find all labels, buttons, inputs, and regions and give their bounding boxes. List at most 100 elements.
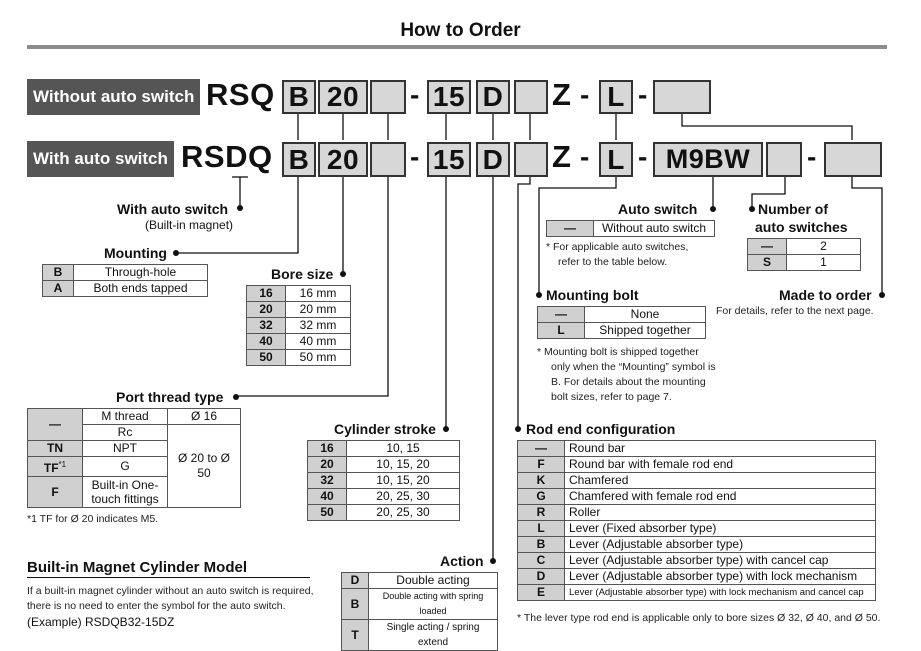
- table-cell: 40: [246, 333, 286, 350]
- separator-dash: -: [580, 141, 590, 172]
- separator-dash: -: [807, 141, 817, 172]
- table-cell: K: [517, 472, 565, 489]
- model-prefix-rsq: RSQ: [206, 77, 275, 112]
- bullet-dot: [749, 206, 755, 212]
- separator-dash: -: [410, 79, 420, 110]
- table-cell: Shipped together: [584, 322, 706, 339]
- table-cell: 20, 25, 30: [346, 504, 460, 521]
- table-cell: 10, 15, 20: [346, 472, 460, 489]
- code-box-bore: 20: [318, 142, 368, 177]
- code-box-stroke: 15: [427, 80, 471, 114]
- rod-end-heading: Rod end configuration: [526, 421, 676, 437]
- code-box-mounting-bolt: L: [599, 80, 633, 114]
- table-cell: 40 mm: [285, 333, 351, 350]
- table-cell: Chamfered with female rod end: [564, 488, 876, 505]
- with-auto-switch-heading: With auto switch: [117, 201, 229, 217]
- code-box-auto-switch: M9BW: [653, 142, 763, 177]
- table-cell: C: [517, 552, 565, 569]
- table-cell: F: [517, 456, 565, 473]
- table-cell: 40: [307, 488, 347, 505]
- with-auto-switch-label: With auto switch: [27, 141, 174, 177]
- table-cell: D: [341, 572, 369, 589]
- table-cell: 20: [307, 456, 347, 473]
- table-row: —2: [747, 238, 861, 255]
- table-cell: R: [517, 504, 565, 521]
- code-box-rod-end: [514, 80, 548, 114]
- table-cell: TN: [27, 440, 83, 457]
- table-cell: T: [341, 619, 369, 651]
- builtin-magnet-heading: Built-in Magnet Cylinder Model: [27, 559, 247, 576]
- table-cell: 50: [246, 349, 286, 366]
- table-cell: Rc: [82, 424, 168, 441]
- mounting-bolt-note3: B. For details about the mounting: [551, 376, 706, 388]
- table-cell: Lever (Fixed absorber type): [564, 520, 876, 537]
- with-auto-switch-sub: (Built-in magnet): [145, 218, 234, 232]
- builtin-line2: there is no need to enter the symbol for…: [27, 600, 286, 612]
- page-title: How to Order: [400, 20, 521, 41]
- table-cell: G: [82, 456, 168, 477]
- table-cell: B: [341, 588, 369, 620]
- table-cell: Ø 20 to Ø 50: [167, 424, 241, 508]
- action-heading: Action: [440, 553, 484, 569]
- table-cell: Lever (Adjustable absorber type): [564, 536, 876, 553]
- table-cell: 50: [307, 504, 347, 521]
- table-cell: Double acting with spring loaded: [368, 588, 498, 620]
- table-cell: Ø 16: [167, 408, 241, 425]
- table-row: —Without auto switch: [546, 220, 715, 237]
- table-cell: B: [517, 536, 565, 553]
- code-box-mounting: B: [282, 80, 316, 114]
- separator-dash: -: [410, 141, 420, 172]
- code-box-made-to-order: [653, 80, 711, 114]
- table-cell: —: [546, 220, 594, 237]
- table-cell: F: [27, 476, 83, 508]
- builtin-example: (Example) RSDQB32-15DZ: [27, 615, 175, 629]
- table-cell: —: [537, 306, 585, 323]
- table-cell: 10, 15, 20: [346, 456, 460, 473]
- separator-dash: -: [638, 141, 648, 172]
- made-to-order-sub: For details, refer to the next page.: [716, 305, 874, 317]
- bullet-dot: [536, 292, 542, 298]
- table-cell: Through-hole: [73, 264, 208, 281]
- table-cell: G: [517, 488, 565, 505]
- separator-dash: -: [580, 79, 590, 110]
- table-cell: 16 mm: [285, 285, 351, 302]
- mounting-bolt-note1: * Mounting bolt is shipped together: [537, 346, 699, 358]
- table-cell: Round bar with female rod end: [564, 456, 876, 473]
- auto-switch-heading: Auto switch: [618, 201, 698, 217]
- code-box-mounting: B: [282, 142, 316, 177]
- table-cell: 1: [786, 254, 861, 271]
- model-prefix-rsdq: RSDQ: [181, 139, 273, 174]
- table-cell: Lever (Adjustable absorber type) with ca…: [564, 552, 876, 569]
- table-cell: 2: [786, 238, 861, 255]
- mounting-bolt-note2: only when the “Mounting” symbol is: [551, 361, 716, 373]
- bullet-dot: [490, 558, 496, 564]
- builtin-line1: If a built-in magnet cylinder without an…: [27, 585, 314, 597]
- table-cell: Roller: [564, 504, 876, 521]
- bullet-dot: [340, 271, 346, 277]
- bullet-dot: [515, 426, 521, 432]
- made-to-order-heading: Made to order: [779, 287, 872, 303]
